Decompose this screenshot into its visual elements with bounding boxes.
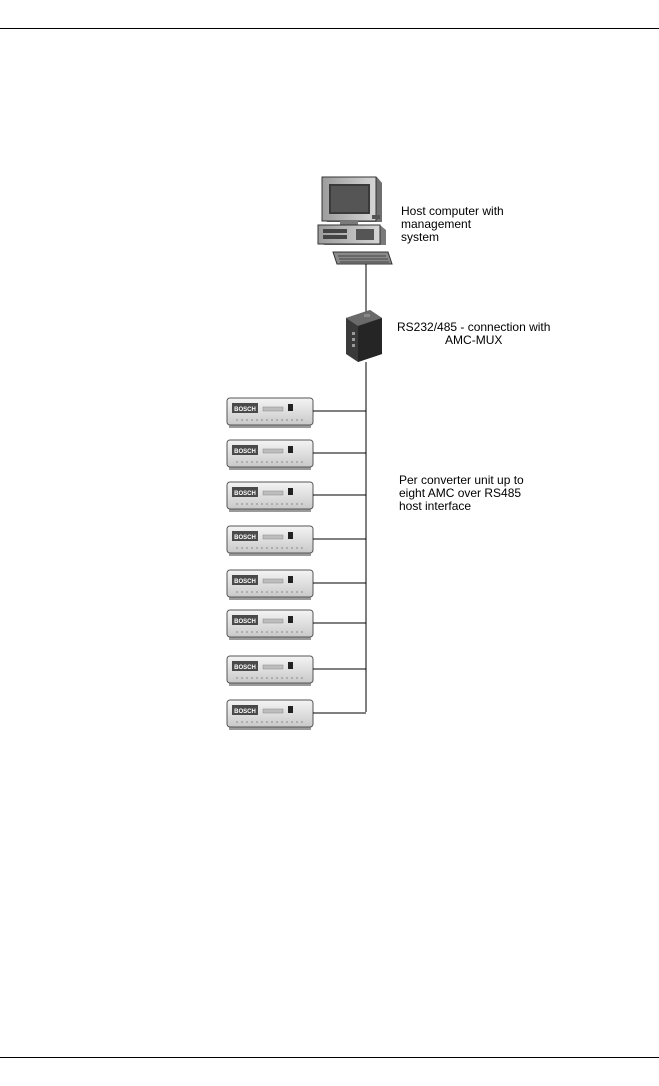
header-rule xyxy=(0,28,659,29)
amc-brand-label: BOSCH xyxy=(234,491,256,497)
converter-label: RS232/485 - connection with AMC-MUX xyxy=(397,321,550,347)
amc-brand-label: BOSCH xyxy=(234,535,256,541)
keyboard-icon xyxy=(332,251,393,265)
amc-brand-label: BOSCH xyxy=(234,407,256,413)
host-label-line-3: system xyxy=(401,230,440,244)
footer-rule xyxy=(0,1057,659,1058)
amc-bus-label-line-2: eight AMC over RS485 xyxy=(399,486,522,500)
host-computer-label: Host computer with management system xyxy=(401,205,504,244)
amc-controller-icon: BOSCH xyxy=(226,481,314,512)
amc-bus-label-line-1: Per converter unit up to xyxy=(399,473,524,487)
amc-controller-icon: BOSCH xyxy=(226,525,314,556)
amc-controller-group: BOSCH BOSCH BOSCH BOSCH BOSCH BOSCH BOSCH BOSCH xyxy=(226,397,366,730)
amc-controller-icon: BOSCH xyxy=(226,609,314,640)
amc-controller-icon: BOSCH xyxy=(226,655,314,686)
amc-brand-label: BOSCH xyxy=(234,709,256,715)
amc-controller-icon: BOSCH xyxy=(226,699,314,730)
amc-brand-label: BOSCH xyxy=(234,579,256,585)
amc-brand-label: BOSCH xyxy=(234,449,256,455)
host-computer-icon xyxy=(317,176,386,245)
host-label-line-1: Host computer with xyxy=(401,204,504,218)
converter-label-line-1: RS232/485 - connection with xyxy=(397,320,551,334)
amc-brand-label: BOSCH xyxy=(234,619,256,625)
amc-controller-icon: BOSCH xyxy=(226,439,314,470)
rs485-converter-icon xyxy=(346,310,382,362)
host-label-line-2: management xyxy=(401,217,472,231)
amc-bus-label: Per converter unit up to eight AMC over … xyxy=(399,474,524,513)
amc-controller-icon: BOSCH xyxy=(226,397,314,428)
amc-controller-icon: BOSCH xyxy=(226,569,314,600)
amc-bus-label-line-3: host interface xyxy=(399,499,472,513)
converter-label-line-2: AMC-MUX xyxy=(445,333,503,347)
amc-brand-label: BOSCH xyxy=(234,665,256,671)
